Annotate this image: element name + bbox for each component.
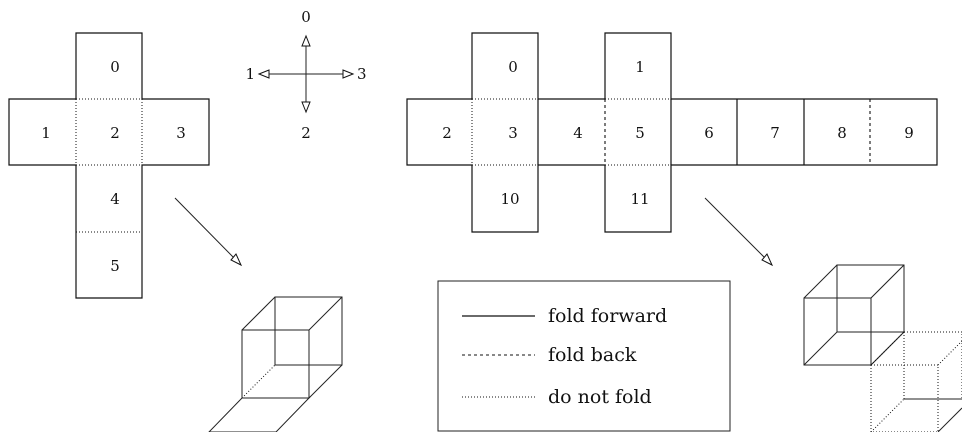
left-face-label: 1 — [41, 124, 51, 142]
right-face-label: 10 — [500, 190, 519, 208]
left-arrow-head-icon — [230, 253, 243, 267]
left-face-label: 4 — [110, 190, 120, 208]
right-face-label: 11 — [630, 190, 649, 208]
legend-box: fold forward fold back do not fold — [437, 280, 731, 432]
compass-label-down: 2 — [301, 124, 311, 142]
left-face-label: 0 — [110, 58, 120, 76]
right-face-label: 6 — [704, 124, 714, 142]
compass-label-right: 3 — [357, 65, 367, 83]
legend-label: fold forward — [548, 305, 667, 327]
left-arrow-line — [174, 197, 237, 261]
left-face-label: 5 — [110, 257, 120, 275]
compass-up-arrow-icon — [301, 34, 311, 47]
right-folded-shape — [803, 264, 962, 432]
legend-label: fold back — [548, 344, 637, 366]
right-face-label: 9 — [904, 124, 914, 142]
left-folded-cube — [208, 296, 343, 432]
legend-frame — [437, 280, 731, 432]
right-face-label: 1 — [635, 58, 645, 76]
left-face-label: 3 — [176, 124, 186, 142]
compass-down-arrow-icon — [301, 101, 311, 114]
right-face-label: 5 — [635, 124, 645, 142]
right-arrow-head-icon — [761, 253, 774, 267]
direction-compass: 0 1 2 3 — [245, 8, 366, 142]
left-cube-flap — [208, 397, 311, 432]
right-arrow-line — [704, 197, 768, 261]
right-face-label: 2 — [442, 124, 452, 142]
compass-label-up: 0 — [301, 8, 311, 26]
compass-right-arrow-icon — [342, 69, 355, 79]
right-net: 0 1 2 3 4 5 6 7 8 9 10 11 — [406, 32, 938, 233]
legend-label: do not fold — [548, 386, 652, 408]
compass-label-left: 1 — [245, 65, 255, 83]
right-face-label: 4 — [573, 124, 583, 142]
right-face-label: 3 — [508, 124, 518, 142]
compass-left-arrow-icon — [257, 69, 270, 79]
right-face-label: 7 — [770, 124, 780, 142]
right-transform-arrow — [704, 197, 774, 267]
left-transform-arrow — [174, 197, 243, 267]
left-face-label: 2 — [110, 124, 120, 142]
right-net-outline — [406, 32, 938, 233]
right-face-label: 0 — [508, 58, 518, 76]
right-face-label: 8 — [837, 124, 847, 142]
left-net: 0 1 2 3 4 5 — [8, 32, 210, 299]
